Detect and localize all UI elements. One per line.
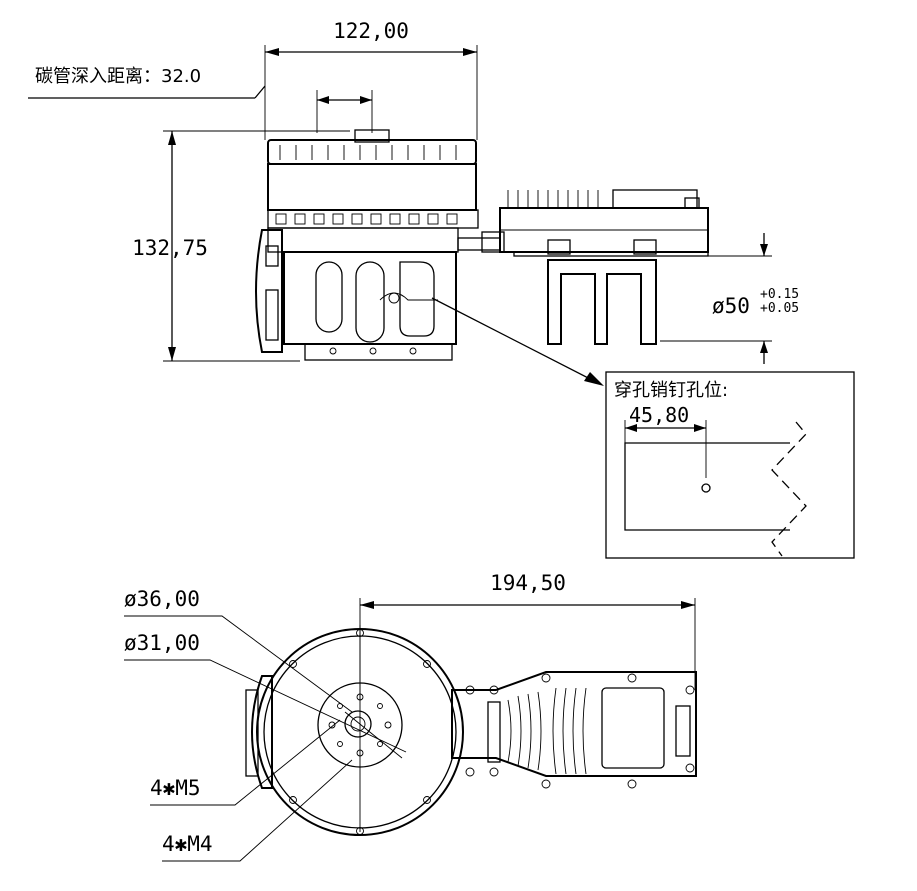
bottom-view: 194,50 (124, 571, 697, 862)
tolerance-lower: +0.05 (760, 301, 799, 316)
width-dimension: 122,00 (333, 19, 409, 43)
carbon-tube-depth-label: 碳管深入距离：32.0 (35, 66, 201, 87)
detail-title: 穿孔销钉孔位: (614, 380, 728, 401)
m4-holes-label: 4✱M4 (162, 832, 213, 856)
length-dimension: 194,50 (490, 571, 566, 595)
side-view: 122,00 碳管深入距离：32.0 132,75 (28, 19, 799, 386)
height-dimension: 132,75 (132, 236, 208, 260)
pin-offset-dimension: 45,80 (629, 403, 689, 427)
outer-bolt-circle-label: ø36,00 (124, 587, 200, 611)
tube-diameter: ø50 (712, 294, 750, 318)
m5-holes-label: 4✱M5 (150, 776, 201, 800)
tolerance-upper: +0.15 (760, 287, 799, 302)
pin-hole-detail: 穿孔销钉孔位: 45,80 (605, 371, 855, 559)
inner-bolt-circle-label: ø31,00 (124, 631, 200, 655)
